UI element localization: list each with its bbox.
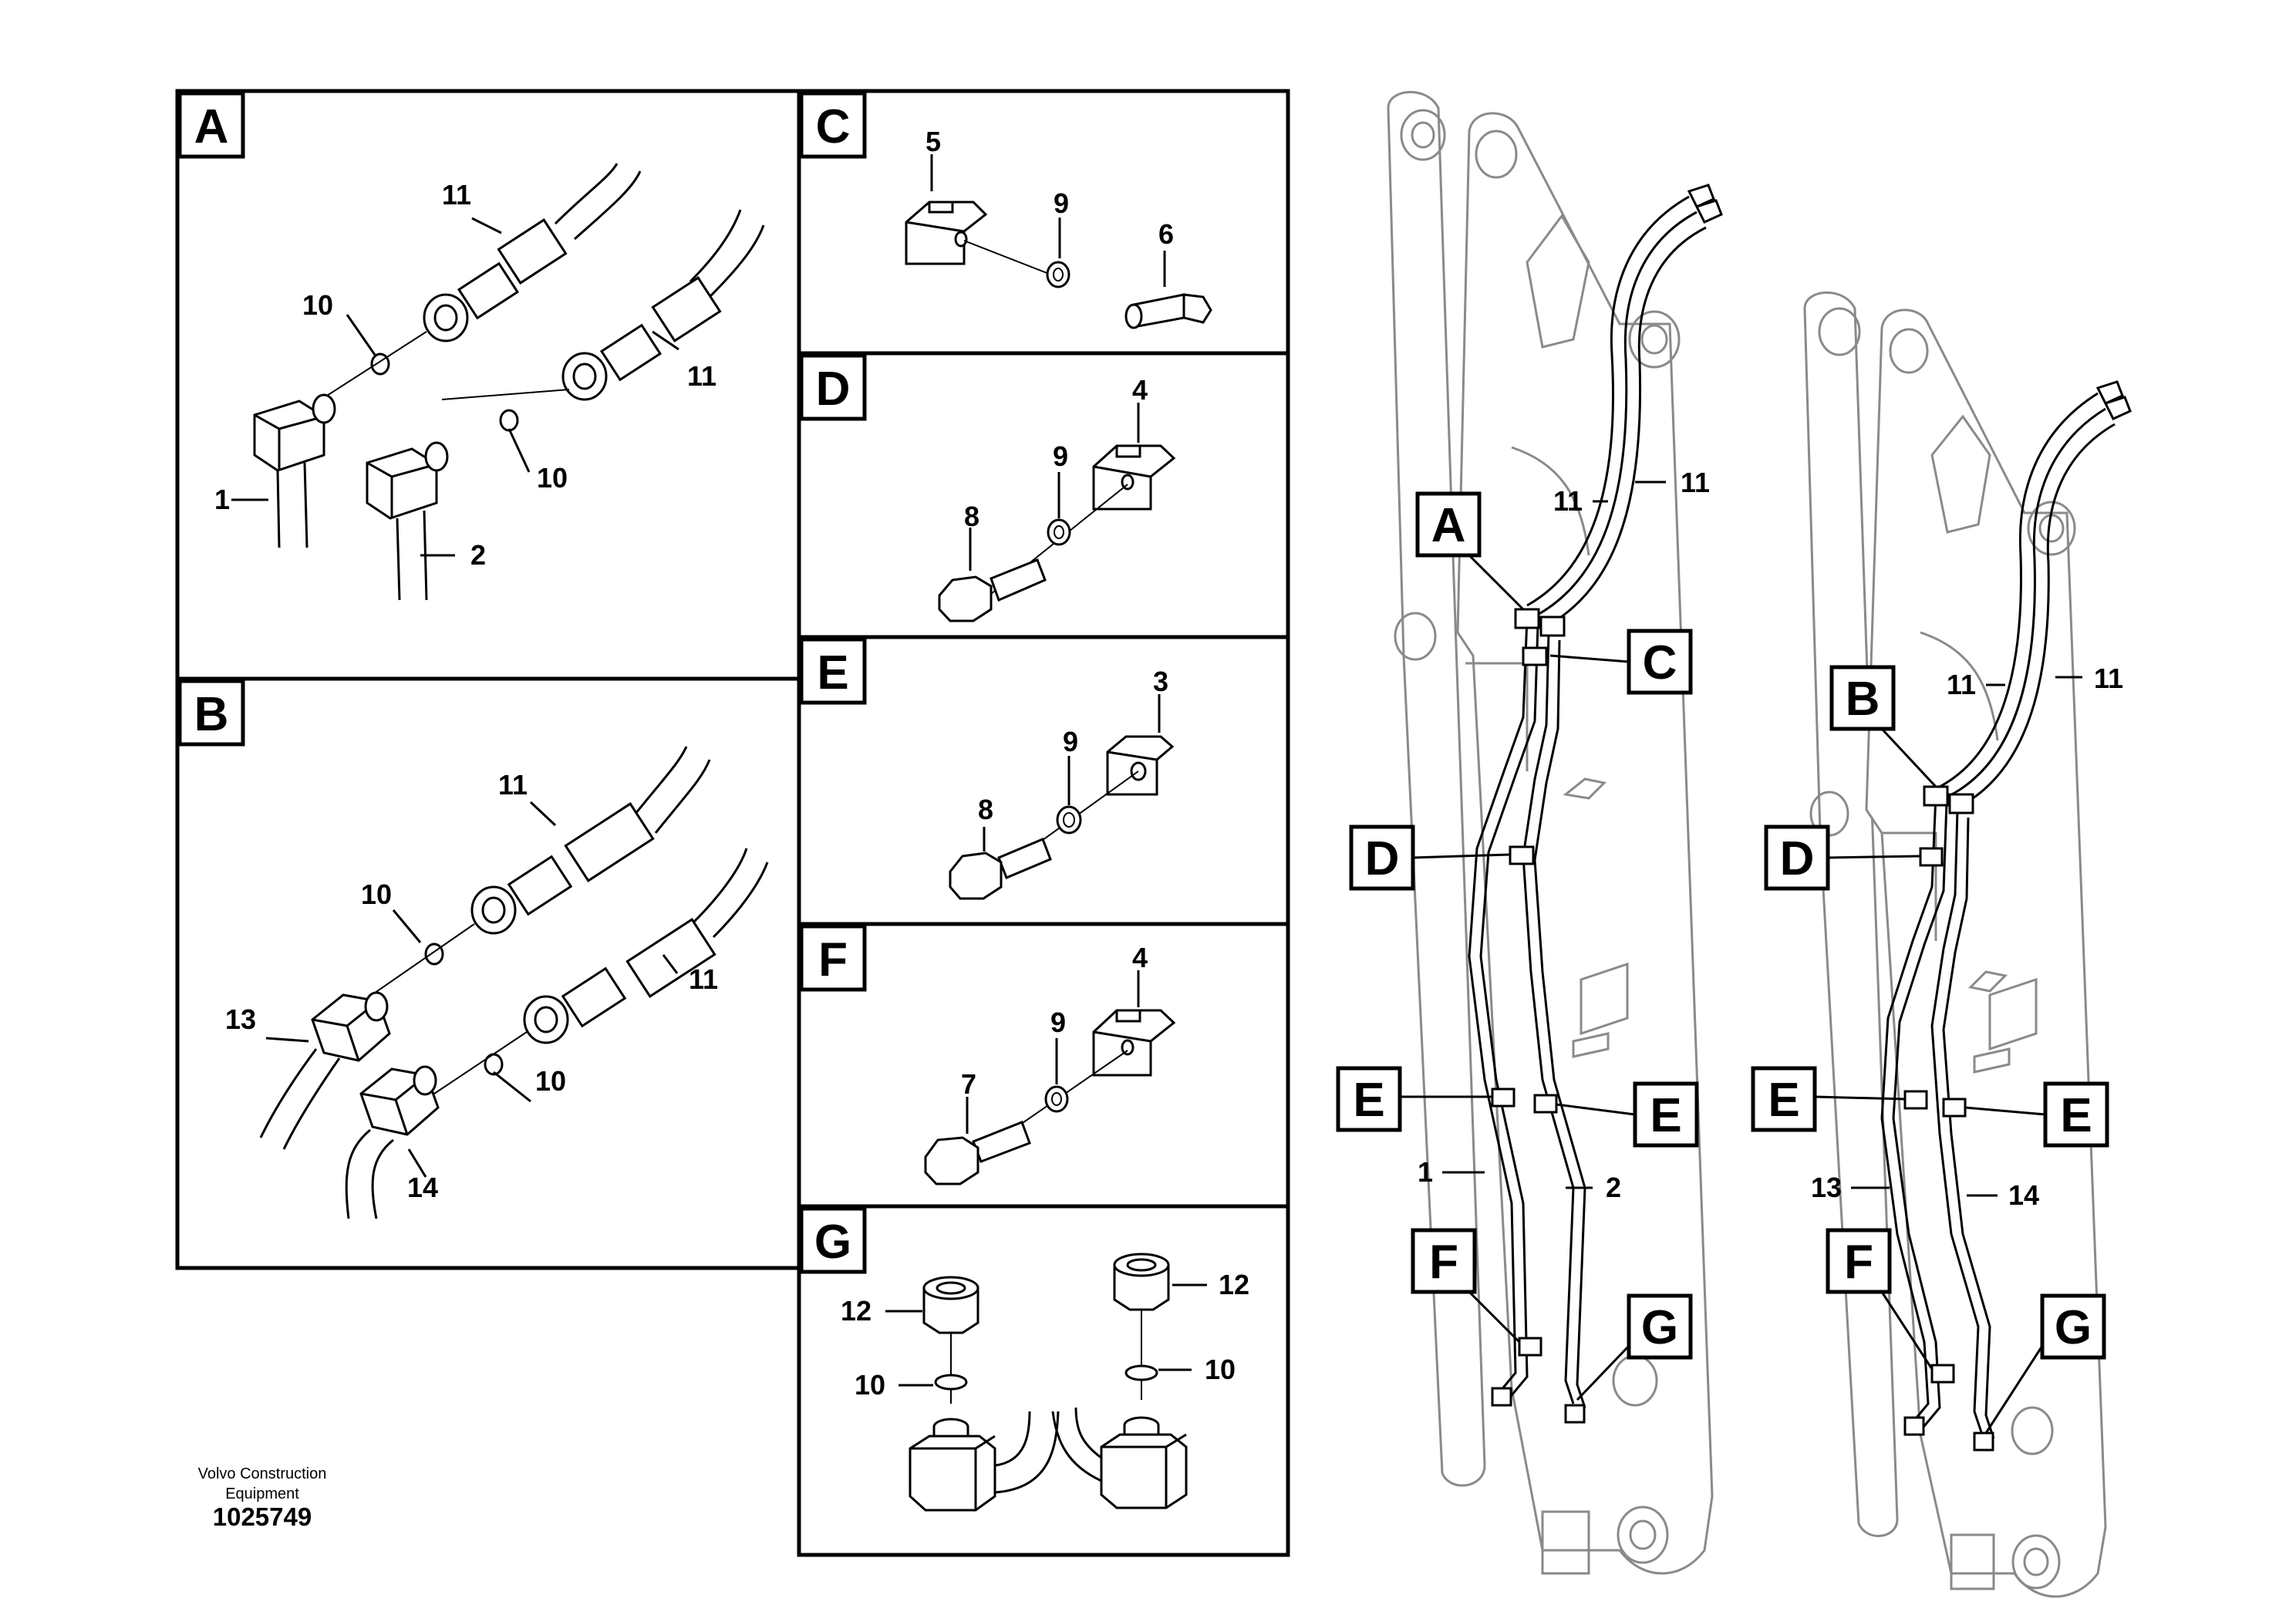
panel-E-frame [797,635,1290,926]
svg-text:10: 10 [535,1065,566,1097]
svg-text:1: 1 [214,484,230,515]
manufacturer-line-2: Equipment [225,1485,299,1502]
svg-text:11: 11 [689,963,718,995]
panel-G-frame [797,1204,1290,1557]
panel-A-drawing: 11 10 11 10 1 2 [214,163,765,601]
svg-text:14: 14 [2008,1179,2039,1211]
panel-G-letter: G [799,1206,867,1274]
svg-text:D: D [816,363,851,416]
callout-F: F [1411,1228,1521,1344]
svg-text:E: E [1353,1074,1384,1127]
svg-text:2: 2 [470,539,486,571]
panel-C-letter: C [799,91,867,159]
manufacturer-line-1: Volvo Construction [197,1465,327,1482]
svg-text:2: 2 [1606,1172,1621,1203]
svg-text:12: 12 [841,1295,872,1327]
callout-D: D [1764,824,1921,891]
document-number: 1025749 [212,1502,312,1531]
svg-text:13: 13 [1811,1172,1842,1203]
svg-text:10: 10 [302,289,333,321]
svg-text:F: F [1429,1236,1458,1289]
svg-text:9: 9 [1050,1007,1066,1038]
callout-C: C [1549,629,1693,695]
svg-text:10: 10 [1205,1354,1236,1385]
callout-E-3: E [1751,1066,1906,1132]
svg-text:11: 11 [1947,669,1976,700]
svg-text:11: 11 [1681,467,1710,498]
callout-E-1: E [1336,1066,1492,1132]
callout-D: D [1349,824,1511,891]
panel-E-letter: E [799,637,867,705]
svg-text:12: 12 [1219,1269,1249,1300]
svg-text:11: 11 [498,769,528,801]
svg-text:8: 8 [978,794,993,825]
svg-text:1: 1 [1418,1156,1433,1188]
panel-B-drawing: 11 10 11 13 10 14 [225,746,769,1219]
svg-text:11: 11 [2094,663,2123,694]
boom-right-callouts: B D E E F [1751,665,2109,1434]
panel-A-letter: A [177,91,245,159]
panel-F-frame [797,922,1290,1209]
svg-text:C: C [1643,636,1677,690]
svg-text:E: E [1650,1089,1681,1142]
svg-text:11: 11 [687,360,716,392]
panel-letter-boxes: A B C D E F G [177,91,867,1274]
svg-text:10: 10 [855,1369,885,1401]
panel-F-drawing: 4 9 7 [924,942,1176,1185]
manufacturer-name: Volvo Construction Equipment [174,1464,351,1504]
callout-E-2: E [1556,1081,1699,1148]
svg-text:10: 10 [537,462,568,494]
svg-text:A: A [194,100,229,153]
panel-E-drawing: 3 9 8 [949,666,1175,900]
svg-text:5: 5 [925,126,941,157]
svg-text:14: 14 [407,1172,438,1203]
svg-text:6: 6 [1158,218,1174,250]
callout-E-4: E [1964,1081,2109,1148]
svg-text:13: 13 [225,1003,256,1035]
svg-text:E: E [817,646,848,700]
panel-F-letter: F [799,924,867,992]
svg-text:G: G [814,1216,851,1269]
svg-text:D: D [1780,832,1815,885]
panel-D-drawing: 4 9 8 [938,374,1176,622]
svg-text:9: 9 [1063,726,1078,757]
callout-G: G [1576,1293,1693,1401]
svg-text:10: 10 [361,878,392,910]
panel-G-drawing: 12 12 10 10 [841,1253,1249,1512]
svg-text:9: 9 [1054,187,1069,219]
svg-text:E: E [1768,1074,1799,1127]
svg-text:F: F [818,933,848,986]
svg-text:B: B [194,688,229,741]
panel-D-frame [797,351,1290,639]
svg-text:F: F [1844,1236,1873,1289]
boom-left-callouts: A C D E E [1336,491,1699,1401]
boom-right-drawing: B D E E F [1751,291,2132,1598]
panel-C-frame [797,89,1290,356]
boom-left-drawing: A C D E E [1336,90,1723,1575]
callout-B: B [1829,665,1937,788]
callout-A: A [1415,491,1525,611]
svg-text:D: D [1365,832,1400,885]
svg-text:4: 4 [1132,374,1148,406]
svg-text:9: 9 [1053,440,1068,472]
svg-text:A: A [1431,499,1466,552]
svg-text:4: 4 [1132,942,1148,973]
svg-text:7: 7 [961,1068,976,1100]
callout-G: G [1984,1293,2106,1434]
svg-text:G: G [2055,1301,2092,1354]
svg-text:B: B [1846,673,1880,726]
svg-text:8: 8 [964,501,979,532]
svg-text:3: 3 [1153,666,1168,697]
svg-text:E: E [2060,1089,2092,1142]
svg-text:11: 11 [442,179,471,211]
svg-text:11: 11 [1553,485,1583,517]
callout-F: F [1826,1228,1934,1370]
svg-text:C: C [816,100,851,153]
panel-D-letter: D [799,353,867,421]
panel-C-drawing: 5 9 6 [905,126,1212,329]
panel-B-letter: B [177,679,245,747]
panel-frames [175,89,1290,1557]
svg-text:G: G [1641,1301,1678,1354]
